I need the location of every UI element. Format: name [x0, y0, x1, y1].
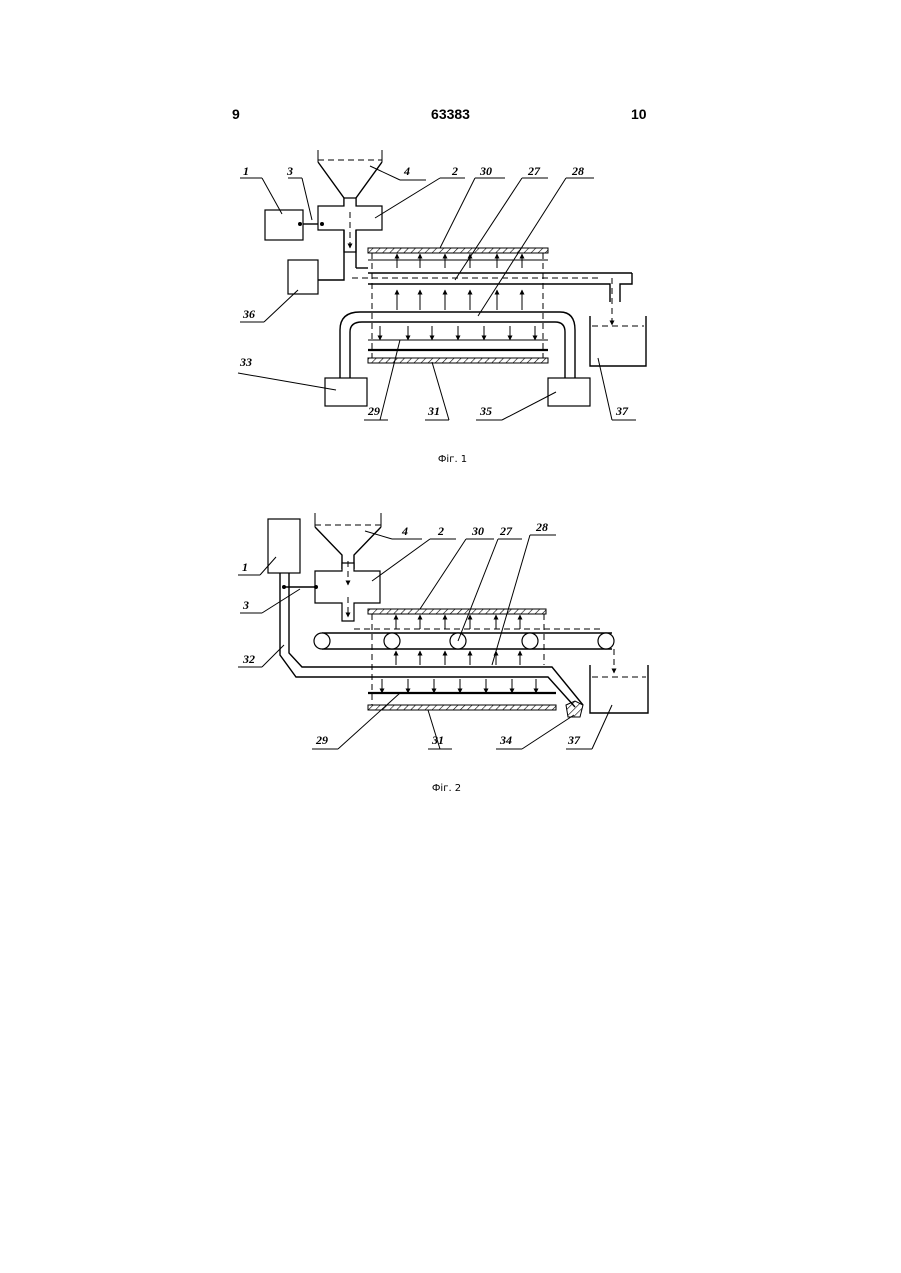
label: 3: [286, 164, 293, 178]
label: 4: [403, 164, 410, 178]
block-33: [325, 378, 367, 406]
figure-2-caption: Фіг. 2: [0, 783, 897, 794]
label: 2: [437, 524, 444, 538]
label: 1: [242, 560, 248, 574]
block-1: [265, 210, 303, 240]
label: 27: [527, 164, 541, 178]
bath-37: [590, 665, 648, 713]
label: 27: [499, 524, 513, 538]
block-1: [268, 519, 300, 573]
label: 2: [451, 164, 458, 178]
figure-2-diagram: 1 4 2 30 27 28 3 32 29 31 34 37: [0, 505, 901, 785]
label: 37: [567, 733, 581, 747]
label: 31: [427, 404, 440, 418]
label: 36: [242, 307, 255, 321]
label: 28: [571, 164, 584, 178]
label: 34: [499, 733, 512, 747]
label: 33: [239, 355, 252, 369]
label: 37: [615, 404, 629, 418]
page-number-right: 10: [631, 106, 647, 122]
label: 29: [315, 733, 328, 747]
label: 30: [479, 164, 492, 178]
block-36: [288, 260, 318, 294]
figure-1-diagram: 1 3 4 2 30 27 28 36 33 29 31 35 37: [0, 140, 901, 440]
label: 35: [479, 404, 492, 418]
patent-number: 63383: [0, 106, 901, 122]
label: 28: [535, 520, 548, 534]
label: 30: [471, 524, 484, 538]
block-35: [548, 378, 590, 406]
label: 32: [242, 652, 255, 666]
label: 29: [367, 404, 380, 418]
label: 3: [242, 598, 249, 612]
label: 31: [431, 733, 444, 747]
label: 4: [401, 524, 408, 538]
label: 1: [243, 164, 249, 178]
figure-1-caption: Фіг. 1: [2, 454, 901, 465]
